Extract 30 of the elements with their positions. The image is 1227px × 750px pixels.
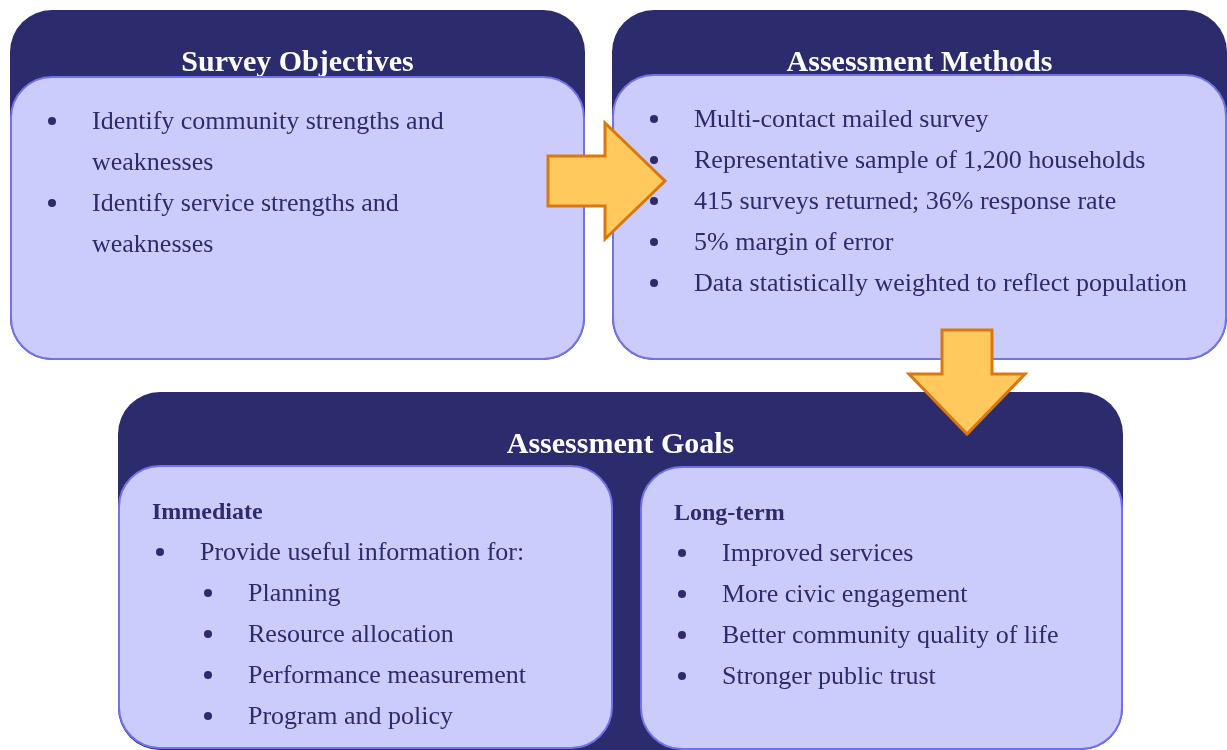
sub-list-item: Resource allocation xyxy=(248,618,455,650)
list-item: Data statistically weighted to reflect population xyxy=(694,267,1189,299)
section-heading: Long-term xyxy=(674,498,786,527)
content-panel xyxy=(640,466,1123,750)
header-panel xyxy=(10,10,585,360)
content-panel xyxy=(10,76,585,360)
content-panel xyxy=(118,465,613,749)
list-item: 5% margin of error xyxy=(694,226,895,258)
block-arrow xyxy=(546,119,668,243)
list-item: Identify community strengths and weaknesses xyxy=(92,105,445,178)
content-panel xyxy=(612,74,1227,360)
sub-list-item: Program and policy xyxy=(248,700,455,732)
list-item: Better community quality of life xyxy=(722,619,1060,651)
list-item: Representative sample of 1,200 households xyxy=(694,144,1147,176)
list-item: Improved services xyxy=(722,537,915,569)
header-panel xyxy=(118,392,1123,750)
list-item: Multi-contact mailed survey xyxy=(694,103,990,135)
section-heading: Immediate xyxy=(152,497,264,526)
list-item: More civic engagement xyxy=(722,578,969,610)
list-item: Provide useful information for: xyxy=(200,536,526,568)
block-arrow xyxy=(905,328,1029,437)
panel-title: Assessment Goals xyxy=(505,426,736,460)
sub-list-item: Performance measurement xyxy=(248,659,527,691)
list-item: Stronger public trust xyxy=(722,660,937,692)
header-panel xyxy=(612,10,1227,360)
sub-list-item: Planning xyxy=(248,577,342,609)
list-item: 415 surveys returned; 36% response rate xyxy=(694,185,1118,217)
panel-title: Assessment Methods xyxy=(785,44,1054,78)
panel-title: Survey Objectives xyxy=(180,44,415,78)
list-item: Identify service strengths and weaknesses xyxy=(92,187,400,260)
